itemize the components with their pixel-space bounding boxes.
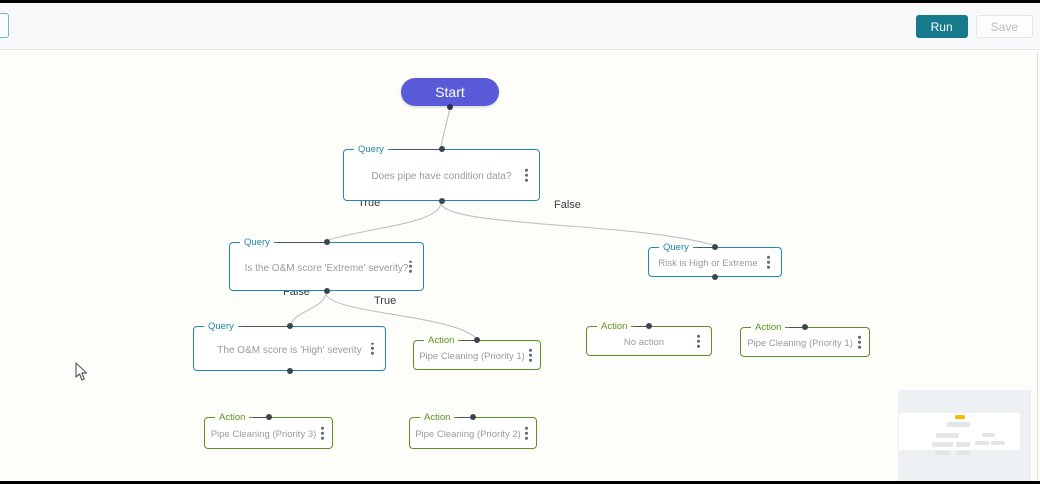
minimap-node bbox=[935, 451, 950, 455]
connection-port[interactable] bbox=[323, 239, 330, 246]
query-node-risk-high-extreme[interactable]: Query Risk is High or Extreme bbox=[648, 241, 782, 280]
kebab-menu-icon[interactable] bbox=[319, 425, 326, 442]
legend-line bbox=[242, 325, 290, 327]
connection-port[interactable] bbox=[712, 273, 718, 280]
node-type-label: Query bbox=[240, 236, 274, 249]
edge-label-true: True bbox=[374, 295, 397, 307]
start-node[interactable]: Start bbox=[401, 78, 499, 110]
minimap-node bbox=[975, 441, 989, 445]
kebab-menu-icon[interactable] bbox=[527, 347, 534, 364]
connection-port[interactable] bbox=[286, 367, 293, 374]
kebab-menu-icon[interactable] bbox=[523, 167, 530, 184]
node-text: Pipe Cleaning (Priority 1) bbox=[419, 351, 525, 362]
connection-port[interactable] bbox=[438, 146, 445, 153]
connection-port[interactable] bbox=[802, 324, 808, 331]
legend-line bbox=[462, 339, 477, 341]
mouse-cursor-icon bbox=[75, 362, 88, 381]
node-text: Risk is High or Extreme bbox=[658, 258, 758, 269]
start-node-label: Start bbox=[435, 84, 465, 100]
toolbar-buttons: Run Save bbox=[915, 15, 1033, 38]
action-node-pipe-cleaning-p1-b[interactable]: Action Pipe Cleaning (Priority 1) bbox=[740, 321, 870, 357]
toolbar: Run Save bbox=[0, 3, 1040, 50]
connection-port[interactable] bbox=[323, 287, 330, 294]
node-text: Pipe Cleaning (Priority 2) bbox=[415, 429, 521, 440]
node-type-label: Action bbox=[597, 320, 632, 333]
connection-port[interactable] bbox=[265, 414, 272, 421]
minimap-node bbox=[947, 422, 970, 427]
connection-port[interactable] bbox=[646, 323, 652, 330]
query-node-high-severity[interactable]: Query The O&M score is 'High' severity bbox=[193, 320, 386, 374]
action-node-pipe-cleaning-p3[interactable]: Action Pipe Cleaning (Priority 3) bbox=[204, 411, 333, 449]
node-type-label: Action bbox=[424, 334, 459, 347]
connection-port[interactable] bbox=[474, 337, 480, 344]
minimap-node bbox=[956, 442, 970, 447]
node-text: Pipe Cleaning (Priority 3) bbox=[210, 429, 317, 440]
action-node-pipe-cleaning-p2[interactable]: Action Pipe Cleaning (Priority 2) bbox=[409, 411, 537, 449]
node-type-label: Action bbox=[751, 321, 786, 334]
top-screen-edge bbox=[0, 0, 1040, 3]
minimap-node bbox=[956, 451, 970, 455]
legend-line bbox=[789, 326, 805, 328]
node-type-label: Query bbox=[659, 241, 693, 254]
node-text: Is the O&M score 'Extreme' severity? bbox=[244, 262, 409, 274]
connection-port[interactable] bbox=[470, 414, 476, 421]
connection-port[interactable] bbox=[712, 244, 718, 251]
query-node-condition-data[interactable]: Query Does pipe have condition data? bbox=[343, 143, 540, 204]
query-node-extreme-severity[interactable]: Query Is the O&M score 'Extreme' severit… bbox=[229, 236, 424, 294]
legend-line bbox=[458, 416, 473, 418]
node-type-label: Action bbox=[420, 411, 455, 424]
minimap-node bbox=[932, 442, 953, 447]
minimap-node bbox=[991, 441, 1005, 445]
action-node-pipe-cleaning-p1[interactable]: Action Pipe Cleaning (Priority 1) bbox=[413, 334, 541, 370]
connection-port[interactable] bbox=[286, 323, 293, 330]
workflow-canvas[interactable] bbox=[0, 51, 1040, 481]
canvas-edge-line bbox=[1037, 51, 1038, 481]
kebab-menu-icon[interactable] bbox=[695, 333, 702, 350]
kebab-menu-icon[interactable] bbox=[856, 334, 863, 351]
node-text: No action bbox=[623, 337, 665, 348]
save-button[interactable]: Save bbox=[975, 15, 1033, 38]
kebab-menu-icon[interactable] bbox=[369, 340, 376, 357]
legend-line bbox=[253, 416, 269, 418]
node-type-label: Query bbox=[204, 320, 238, 333]
node-type-label: Action bbox=[215, 411, 250, 424]
partial-panel-edge bbox=[0, 13, 9, 38]
minimap-node bbox=[982, 433, 995, 437]
legend-line bbox=[697, 246, 715, 248]
action-node-no-action[interactable]: Action No action bbox=[586, 320, 712, 356]
legend-line bbox=[635, 325, 649, 327]
node-text: Does pipe have condition data? bbox=[371, 171, 512, 182]
node-text: The O&M score is 'High' severity bbox=[217, 344, 362, 356]
node-type-label: Query bbox=[354, 143, 388, 156]
kebab-menu-icon[interactable] bbox=[523, 425, 530, 442]
run-button[interactable]: Run bbox=[915, 15, 968, 38]
minimap[interactable] bbox=[898, 390, 1031, 484]
legend-line bbox=[278, 241, 327, 243]
legend-line bbox=[392, 148, 442, 150]
minimap-node bbox=[936, 433, 959, 438]
kebab-menu-icon[interactable] bbox=[765, 254, 772, 271]
connection-port[interactable] bbox=[438, 197, 445, 204]
bottom-screen-edge bbox=[0, 481, 1040, 484]
kebab-menu-icon[interactable] bbox=[407, 258, 414, 275]
node-text: Pipe Cleaning (Priority 1) bbox=[747, 338, 853, 349]
edge-label-false: False bbox=[554, 199, 581, 211]
minimap-start-node bbox=[955, 415, 965, 419]
connection-port[interactable] bbox=[447, 103, 453, 110]
